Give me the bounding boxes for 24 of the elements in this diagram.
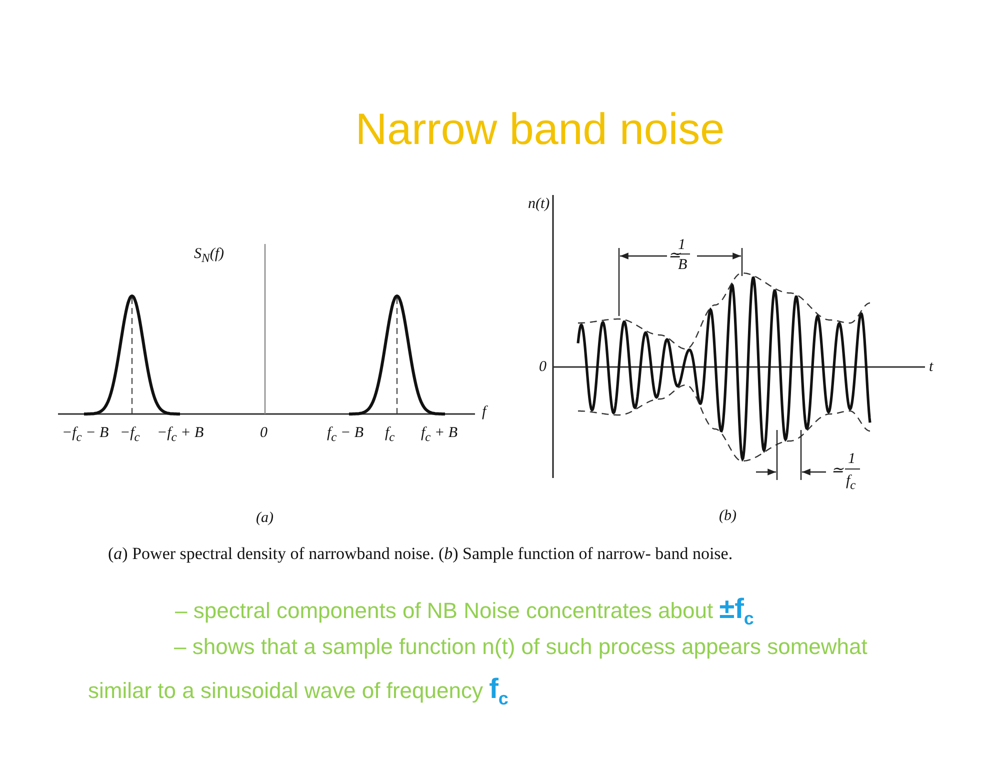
tick-label: −f$_{c}$ + B <box>157 426 204 444</box>
tick-label: −f$_{c}$ <box>120 426 140 444</box>
dimension-label: 1 <box>848 452 856 467</box>
axis-label: t <box>929 360 934 375</box>
dimension-label: f$_{c}$ <box>846 474 856 492</box>
bullet-text: – shows that a sample function n(t) of such process appears somewhat similar to a sinusoidal wave of frequency f$_{c}$ <box>88 633 868 711</box>
dimension-label: ≃ <box>831 464 844 479</box>
tick-label: −f$_{c}$ − B <box>62 426 109 444</box>
tick-label: 0 <box>539 360 546 375</box>
axis-label: S$_{N}$(f) <box>194 247 224 264</box>
panel-label: (a) <box>256 511 274 526</box>
dimension-label: 1 <box>678 238 686 253</box>
tick-label: f$_{c}$ − B <box>327 426 364 444</box>
dimension-label: B <box>678 258 688 273</box>
axis-label: n(t) <box>528 197 550 212</box>
figure-caption: (a) Power spectral density of narrowband noise. (b) Sample function of narrow- band noise. <box>108 544 733 564</box>
slide-title: Narrow band noise <box>354 105 726 155</box>
tick-label: f$_{c}$ + B <box>421 426 458 444</box>
bullet-text: – spectral components of NB Noise concentrates about ±f$_{c}$ <box>175 592 754 631</box>
tick-label: f$_{c}$ <box>385 426 395 444</box>
tick-label: 0 <box>260 426 268 441</box>
panel-label: (b) <box>719 509 736 524</box>
dimension-label: ≃ <box>668 249 681 264</box>
axis-label: f <box>482 405 486 420</box>
